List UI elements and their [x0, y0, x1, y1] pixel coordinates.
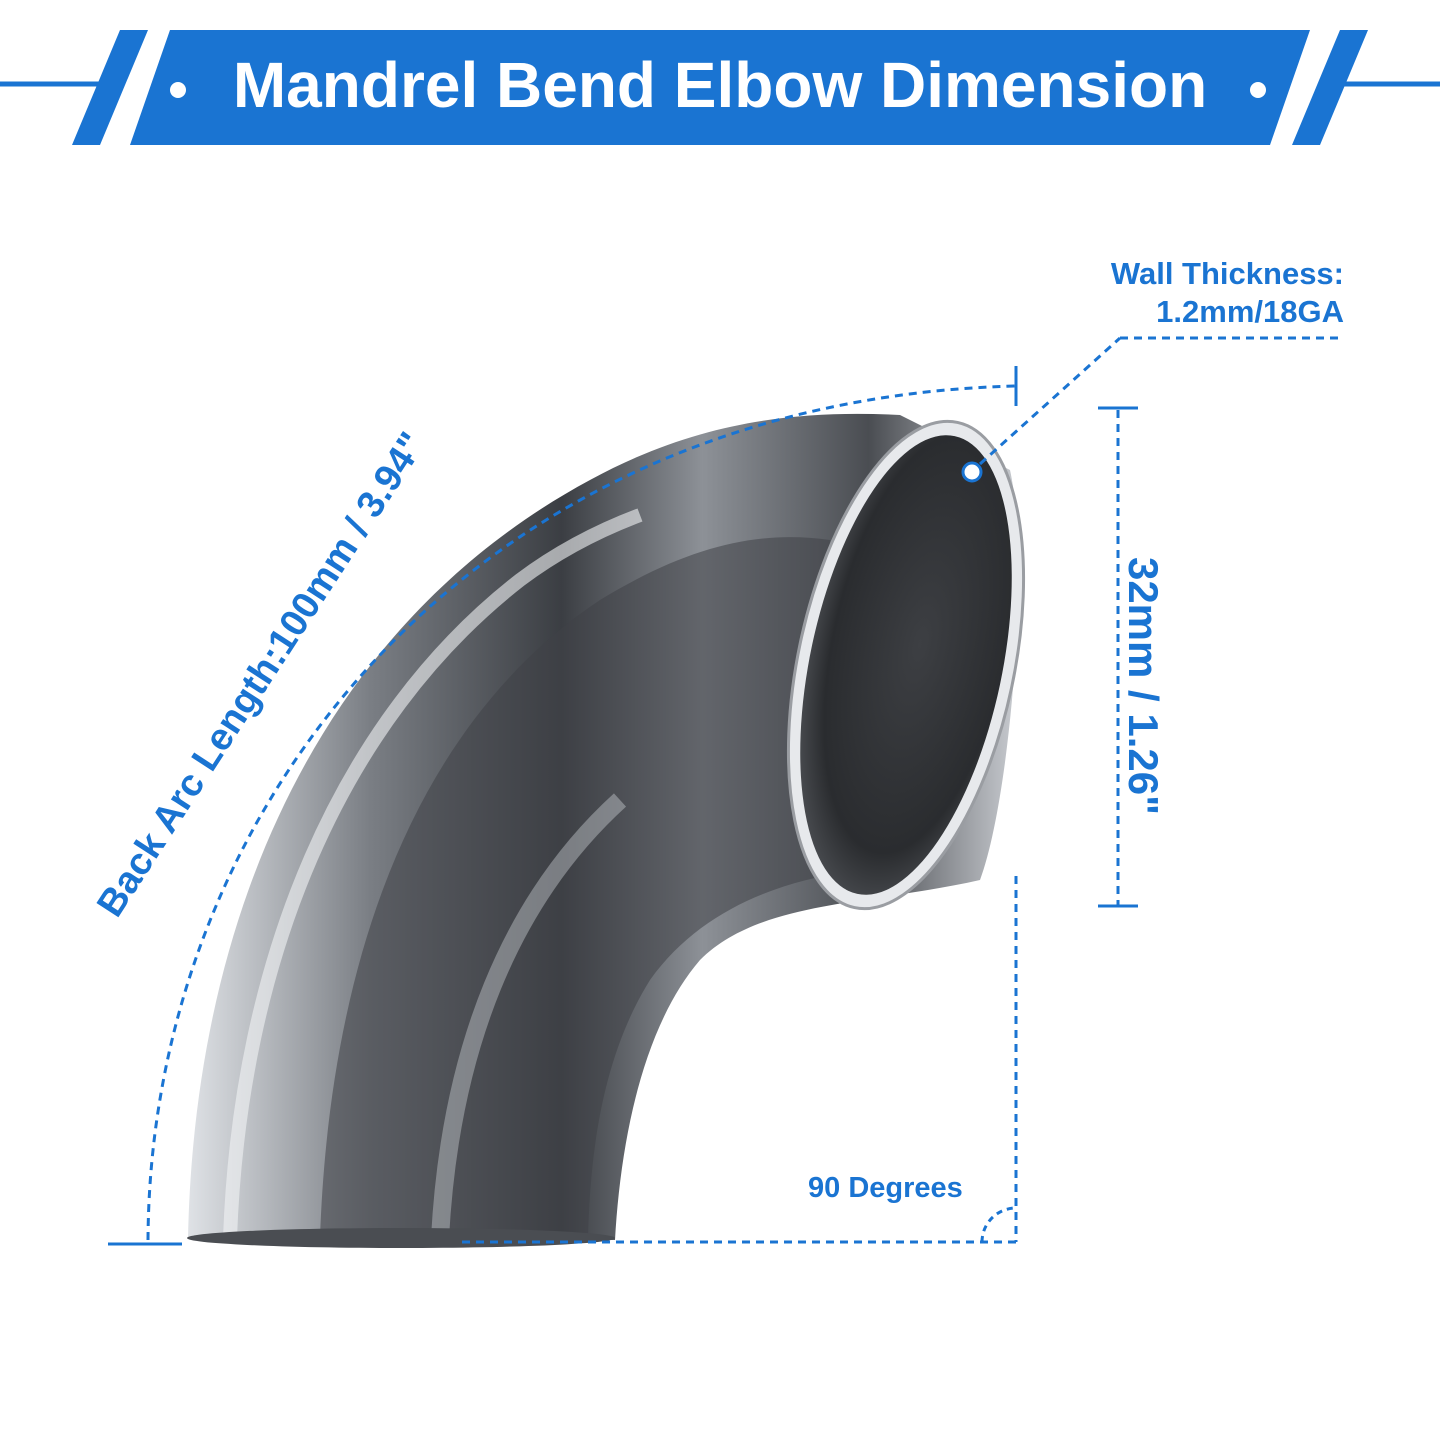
banner-title: Mandrel Bend Elbow Dimension	[232, 49, 1208, 121]
angle-arc	[980, 1206, 1017, 1243]
banner-left-bullet	[170, 82, 186, 98]
diameter-dimension	[1098, 406, 1138, 908]
wall-thickness-marker	[961, 461, 983, 483]
wall-thickness-title: Wall Thickness:	[1110, 256, 1344, 291]
diameter-label: 32mm / 1.26"	[1120, 556, 1167, 816]
wall-leader-diagonal	[978, 336, 1122, 466]
wall-thickness-value: 1.2mm/18GA	[1156, 294, 1344, 329]
pipe-bottom-rim	[187, 1228, 615, 1248]
banner-left-stripe	[72, 30, 148, 145]
angle-label: 90 Degrees	[808, 1172, 963, 1204]
banner-right-bullet	[1250, 82, 1266, 98]
angle-dimension	[462, 876, 1018, 1244]
banner-body	[130, 30, 1310, 145]
pipe-shading	[320, 537, 860, 1238]
pipe-highlight-2	[431, 793, 627, 1239]
banner-right-stripe	[1292, 30, 1368, 145]
back-arc-dimension	[108, 366, 1018, 1246]
pipe-highlight	[223, 508, 643, 1239]
wall-thickness-leader	[961, 336, 1344, 483]
elbow-pipe-illustration	[187, 413, 1026, 1248]
title-banner	[0, 30, 1440, 145]
back-arc-line	[146, 384, 1016, 1241]
pipe-opening-inner	[800, 435, 1012, 895]
